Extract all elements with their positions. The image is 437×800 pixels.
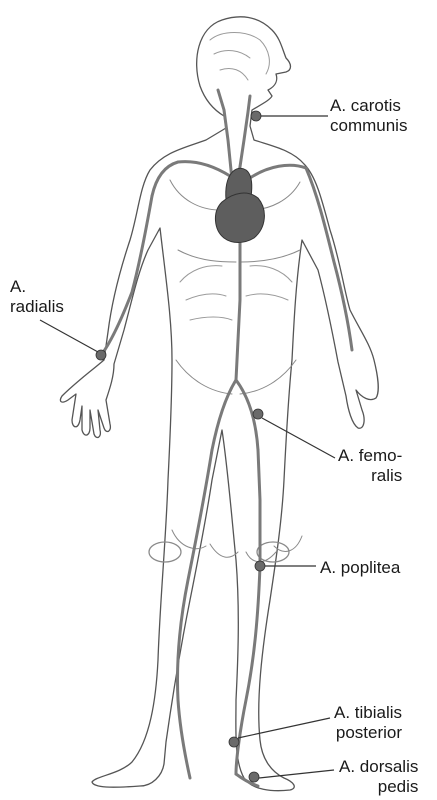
brachial-left (102, 196, 152, 354)
label-radialis: A. radialis (10, 277, 64, 317)
label-tibialis-posterior: A. tibialis posterior (334, 703, 402, 743)
carotid-artery-left (218, 90, 232, 180)
label-dorsalis-pedis: A. dorsalis pedis (339, 757, 418, 797)
label-carotis-communis: A. carotis communis (330, 96, 407, 136)
aorta (236, 230, 240, 380)
marker-femoralis (253, 409, 263, 419)
knee-right (257, 542, 289, 562)
marker-tibialis (229, 737, 239, 747)
label-carotis-line1: A. carotis (330, 96, 401, 115)
label-radialis-line1: A. (10, 277, 64, 297)
carotid-artery (238, 96, 250, 180)
abdominal-contours (180, 266, 292, 320)
label-radialis-line2: radialis (10, 297, 64, 317)
subclavian-right (250, 165, 306, 178)
femoral-left (177, 450, 212, 778)
heart-shape (215, 193, 264, 242)
label-femoralis-line2: ralis (338, 466, 402, 486)
leader-radialis (40, 320, 98, 352)
label-dorsalis-line2: pedis (339, 777, 418, 797)
label-femoralis: A. femo- ralis (338, 446, 402, 486)
label-dorsalis-line1: A. dorsalis (339, 757, 418, 777)
label-carotis-line2: communis (330, 116, 407, 136)
heart (215, 168, 264, 242)
leader-dorsalis (259, 770, 334, 778)
label-femoralis-line1: A. femo- (338, 446, 402, 466)
brachial-right (306, 168, 352, 350)
label-poplitea: A. poplitea (320, 558, 400, 578)
femoral-right (236, 450, 260, 774)
label-poplitea-line1: A. poplitea (320, 558, 400, 577)
label-tibialis-line1: A. tibialis (334, 703, 402, 723)
leader-lines (40, 116, 335, 778)
brain-contours (210, 33, 269, 81)
marker-poplitea (255, 561, 265, 571)
leader-femoralis (262, 418, 335, 458)
marker-dorsalis (249, 772, 259, 782)
marker-carotis (251, 111, 261, 121)
subclavian-left (152, 162, 230, 196)
label-tibialis-line2: posterior (334, 723, 402, 743)
leader-tibialis (238, 718, 330, 738)
